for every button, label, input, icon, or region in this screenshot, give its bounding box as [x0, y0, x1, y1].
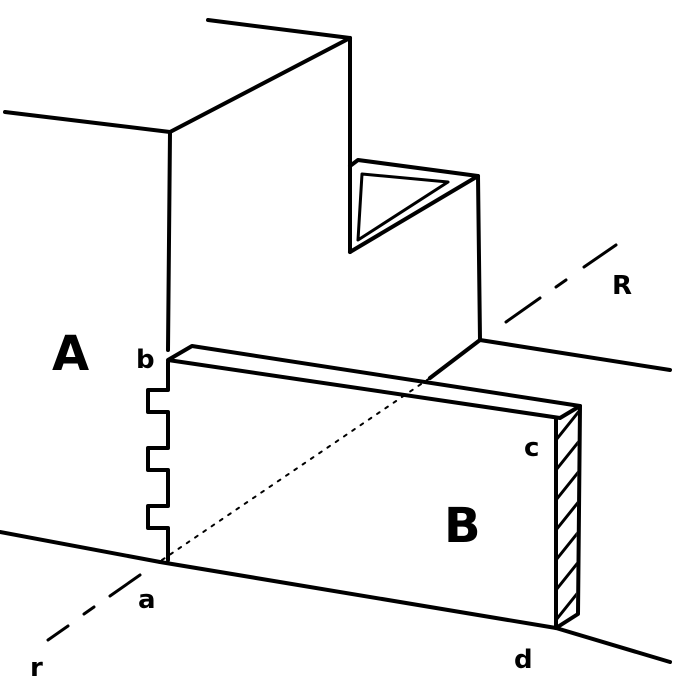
label-axis-start: r	[30, 653, 43, 682]
block-a-top-front-edge	[168, 36, 352, 134]
block-a-top-back-edge	[206, 18, 352, 40]
ground-line-right	[554, 626, 672, 664]
dovetail-joint-edge	[146, 360, 170, 562]
block-a-lower-back-edge	[478, 338, 672, 372]
block-a-top-left-edge	[3, 110, 172, 134]
block-b-right-back-edge	[554, 404, 582, 630]
block-b-bottom-edge	[158, 560, 558, 630]
block-b-hatched-end	[558, 408, 578, 624]
block-a-bottom-edge	[0, 530, 162, 564]
label-point-d: d	[514, 645, 533, 675]
block-a-front-corner	[166, 130, 172, 352]
block-a-step-recess-outer	[348, 158, 480, 254]
block-a-outline	[0, 18, 672, 564]
label-block-b: B	[444, 498, 481, 554]
axis-line	[46, 243, 618, 642]
block-a-lower-front-edge	[428, 338, 482, 380]
label-point-b: b	[136, 345, 155, 375]
block-a-step-recess-inner	[356, 172, 450, 242]
label-axis-end: R	[612, 271, 632, 301]
block-a-lower-riser	[476, 174, 482, 342]
block-b-outline	[146, 344, 672, 664]
label-point-a: a	[138, 585, 156, 615]
block-b-top-face	[166, 344, 582, 420]
label-block-a: A	[52, 326, 89, 382]
label-point-c: c	[524, 433, 539, 463]
